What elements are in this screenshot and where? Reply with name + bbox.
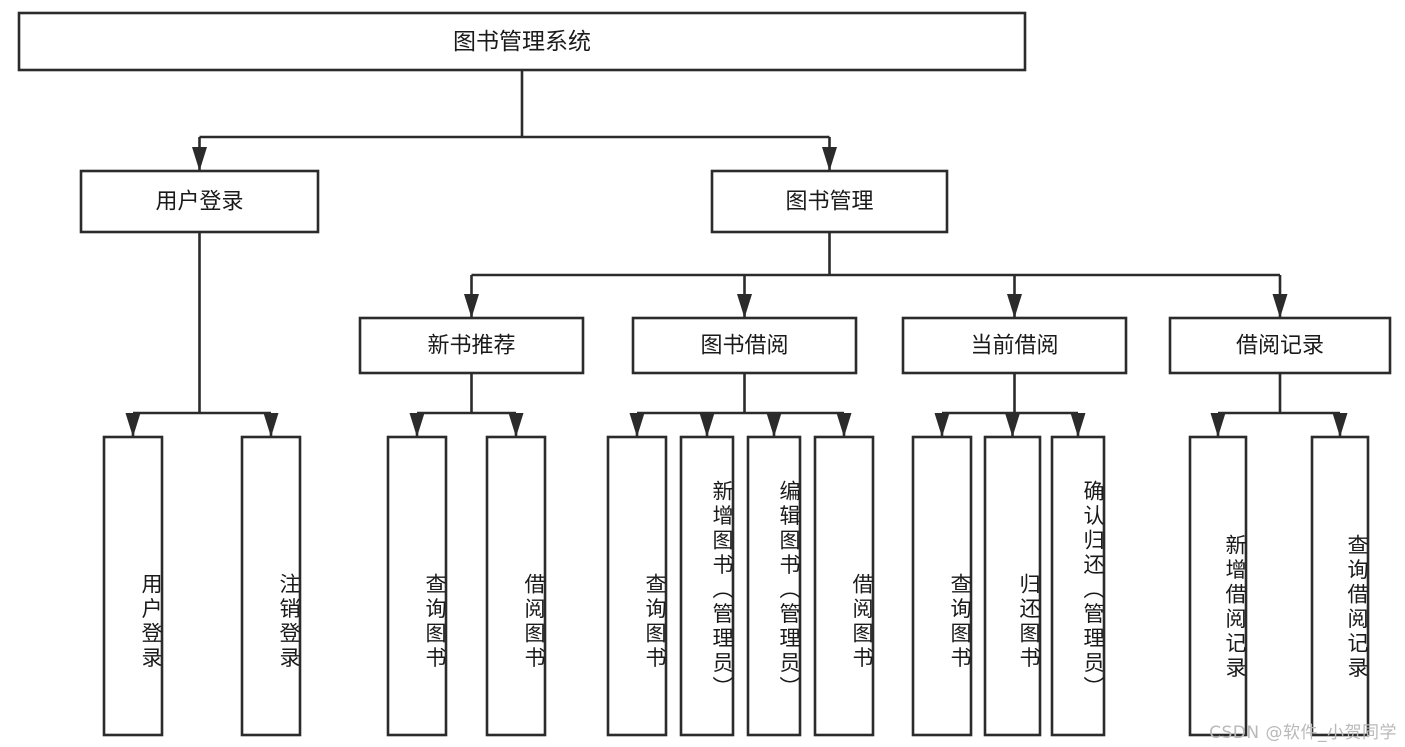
edge-group-borrow-records — [1210, 373, 1348, 437]
node-book-management-label: 图书管理 — [785, 190, 873, 215]
arrow-head-icon — [1210, 413, 1226, 437]
arrow-head-icon — [934, 413, 950, 437]
node-leaf-user-login[interactable] — [102, 435, 164, 737]
node-leaf-borrow-book-2[interactable] — [813, 435, 875, 737]
node-leaf-return-book[interactable] — [983, 435, 1042, 737]
edge-group-current-borrow — [934, 373, 1086, 437]
arrow-head-icon — [263, 413, 279, 437]
node-book-borrow-label: 图书借阅 — [700, 334, 788, 359]
node-new-book-recommend[interactable]: 新书推荐 — [358, 316, 585, 375]
arrow-head-icon — [125, 413, 141, 437]
node-leaf-query-book-3[interactable] — [911, 435, 973, 737]
watermark-text: CSDN @软件_小贺同学 — [1209, 723, 1397, 743]
arrow-head-icon — [1272, 294, 1288, 318]
node-leaf-add-borrow-record[interactable] — [1188, 435, 1248, 737]
arrow-head-icon — [409, 413, 425, 437]
edge-group-book-borrow — [629, 373, 852, 437]
edge-group-user-login — [125, 232, 279, 437]
node-root-label: 图书管理系统 — [453, 29, 591, 55]
arrow-head-icon — [1007, 294, 1022, 318]
arrow-head-icon — [766, 413, 782, 437]
node-current-borrow-label: 当前借阅 — [970, 334, 1058, 359]
arrow-head-icon — [1332, 413, 1348, 437]
arrow-head-icon — [836, 413, 852, 437]
node-leaf-confirm-return[interactable] — [1050, 435, 1106, 737]
edge-group-new-book-recommend — [409, 373, 524, 437]
edge-group-book-management — [464, 232, 1288, 318]
node-leaf-query-borrow-record[interactable] — [1310, 435, 1370, 737]
arrow-head-icon — [629, 413, 645, 437]
node-user-login-label: 用户登录 — [155, 190, 243, 215]
node-leaf-query-book-1[interactable] — [386, 435, 448, 737]
node-user-login[interactable]: 用户登录 — [79, 169, 320, 234]
node-borrow-records[interactable]: 借阅记录 — [1168, 316, 1392, 375]
node-current-borrow[interactable]: 当前借阅 — [901, 316, 1128, 375]
arrow-head-icon — [1005, 413, 1020, 437]
node-leaf-borrow-book-1[interactable] — [485, 435, 547, 737]
arrow-head-icon — [737, 294, 752, 318]
node-leaf-edit-book[interactable] — [746, 435, 802, 737]
edge-group-root — [192, 70, 837, 171]
arrow-head-icon — [464, 294, 479, 318]
node-book-borrow[interactable]: 图书借阅 — [631, 316, 858, 375]
node-leaf-add-book[interactable] — [679, 435, 735, 737]
arrow-head-icon — [1070, 413, 1086, 437]
arrow-head-icon — [699, 413, 715, 437]
arrow-head-icon — [822, 147, 837, 171]
node-book-management[interactable]: 图书管理 — [710, 169, 949, 234]
arrow-head-icon — [508, 413, 524, 437]
arrow-head-icon — [192, 147, 207, 171]
node-root[interactable]: 图书管理系统 — [17, 11, 1027, 72]
node-leaf-query-book-2[interactable] — [606, 435, 668, 737]
node-leaf-logout[interactable] — [240, 435, 302, 737]
node-new-book-recommend-label: 新书推荐 — [427, 334, 515, 359]
node-borrow-records-label: 借阅记录 — [1236, 334, 1324, 359]
